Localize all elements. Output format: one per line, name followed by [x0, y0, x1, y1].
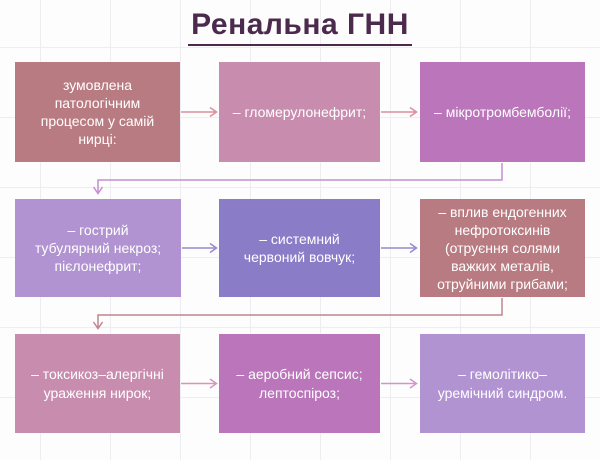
- box-microthromboembolism: – мікротромбемболії;: [420, 62, 585, 162]
- box-endogenous-nephrotoxins: – вплив ендогенних нефротоксинів (отруєн…: [420, 199, 585, 297]
- title-container: Ренальна ГНН: [0, 8, 600, 46]
- box-toxic-allergic: – токсикоз–алергічні ураження нирок;: [15, 334, 180, 433]
- box-systemic-lupus: – системний червоний вовчук;: [219, 199, 380, 297]
- arrow-right-icon-row1-b: [381, 106, 418, 118]
- box-text: – аеробний сепсис; лептоспіроз;: [236, 366, 363, 401]
- page-title: Ренальна ГНН: [188, 8, 412, 46]
- arrow-down-icon-row2-to-row3: [92, 298, 503, 330]
- box-renal-cause: зумовлена патологічним процесом у самій …: [15, 62, 180, 162]
- box-text: – мікротромбемболії;: [434, 103, 571, 120]
- arrow-right-icon-row3-b: [381, 378, 418, 389]
- arrow-right-icon-row2-a: [182, 242, 218, 254]
- box-text: – вплив ендогенних нефротоксинів (отруєн…: [437, 203, 568, 293]
- box-text: – системний червоний вовчук;: [243, 230, 356, 265]
- arrow-right-icon-row3-a: [181, 378, 218, 389]
- box-tubular-necrosis: – гострий тубулярний некроз; пієлонефрит…: [15, 199, 181, 297]
- box-text: – гемолітико–уремічний синдром.: [437, 366, 568, 401]
- box-text: зумовлена патологічним процесом у самій …: [40, 76, 155, 148]
- box-glomerulonephritis: – гломерулонефрит;: [219, 62, 380, 162]
- box-text: – гломерулонефрит;: [232, 103, 367, 120]
- box-text: – токсикоз–алергічні ураження нирок;: [31, 366, 164, 401]
- arrow-down-icon-row1-to-row2: [92, 163, 503, 195]
- box-text: – гострий тубулярний некроз; пієлонефрит…: [34, 221, 162, 275]
- arrow-right-icon-row2-b: [381, 242, 418, 254]
- box-sepsis-leptospirosis: – аеробний сепсис; лептоспіроз;: [219, 334, 380, 433]
- arrow-right-icon-row1-a: [181, 106, 218, 118]
- box-hemolytic-uremic: – гемолітико–уремічний синдром.: [420, 334, 585, 433]
